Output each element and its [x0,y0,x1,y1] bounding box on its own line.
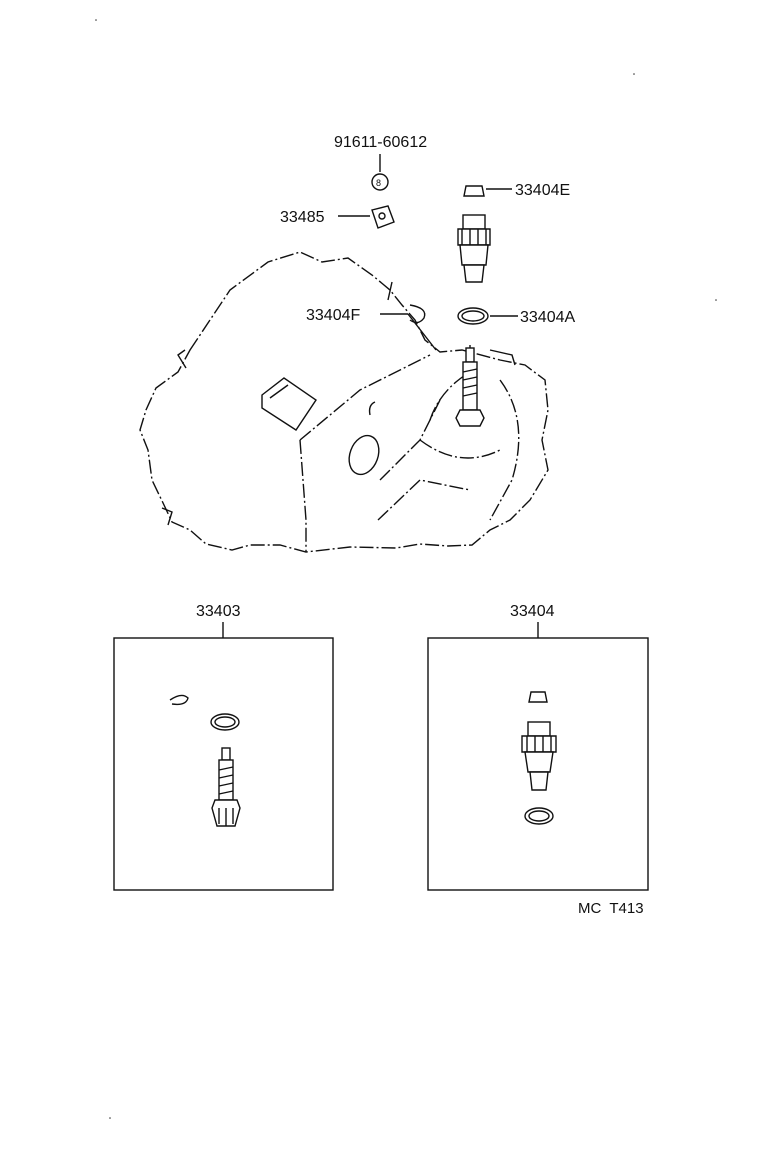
kit-right-label: 33404 [510,603,555,620]
plate-part [338,205,395,229]
kit-box-right: 33404 [427,603,649,891]
label-clip: 33404F [306,307,360,324]
kit-box-left: 33403 [113,603,334,891]
svg-text:8: 8 [376,178,381,188]
bolt-part: 8 [371,154,389,191]
label-cap: 33404E [515,182,570,199]
oring-part [457,307,518,325]
clip-part [380,304,437,351]
scan-specks [95,19,717,1119]
label-oring: 33404A [520,309,575,326]
cap-part [463,185,512,197]
transmission-case [139,251,549,553]
label-plate: 33485 [280,209,325,226]
label-bolt: 91611-60612 [334,134,427,151]
installed-driven-gear [455,347,485,427]
driven-gear-sleeve [457,214,491,283]
kit-left-label: 33403 [196,603,241,620]
drawing-code: MC T413 [578,900,644,917]
